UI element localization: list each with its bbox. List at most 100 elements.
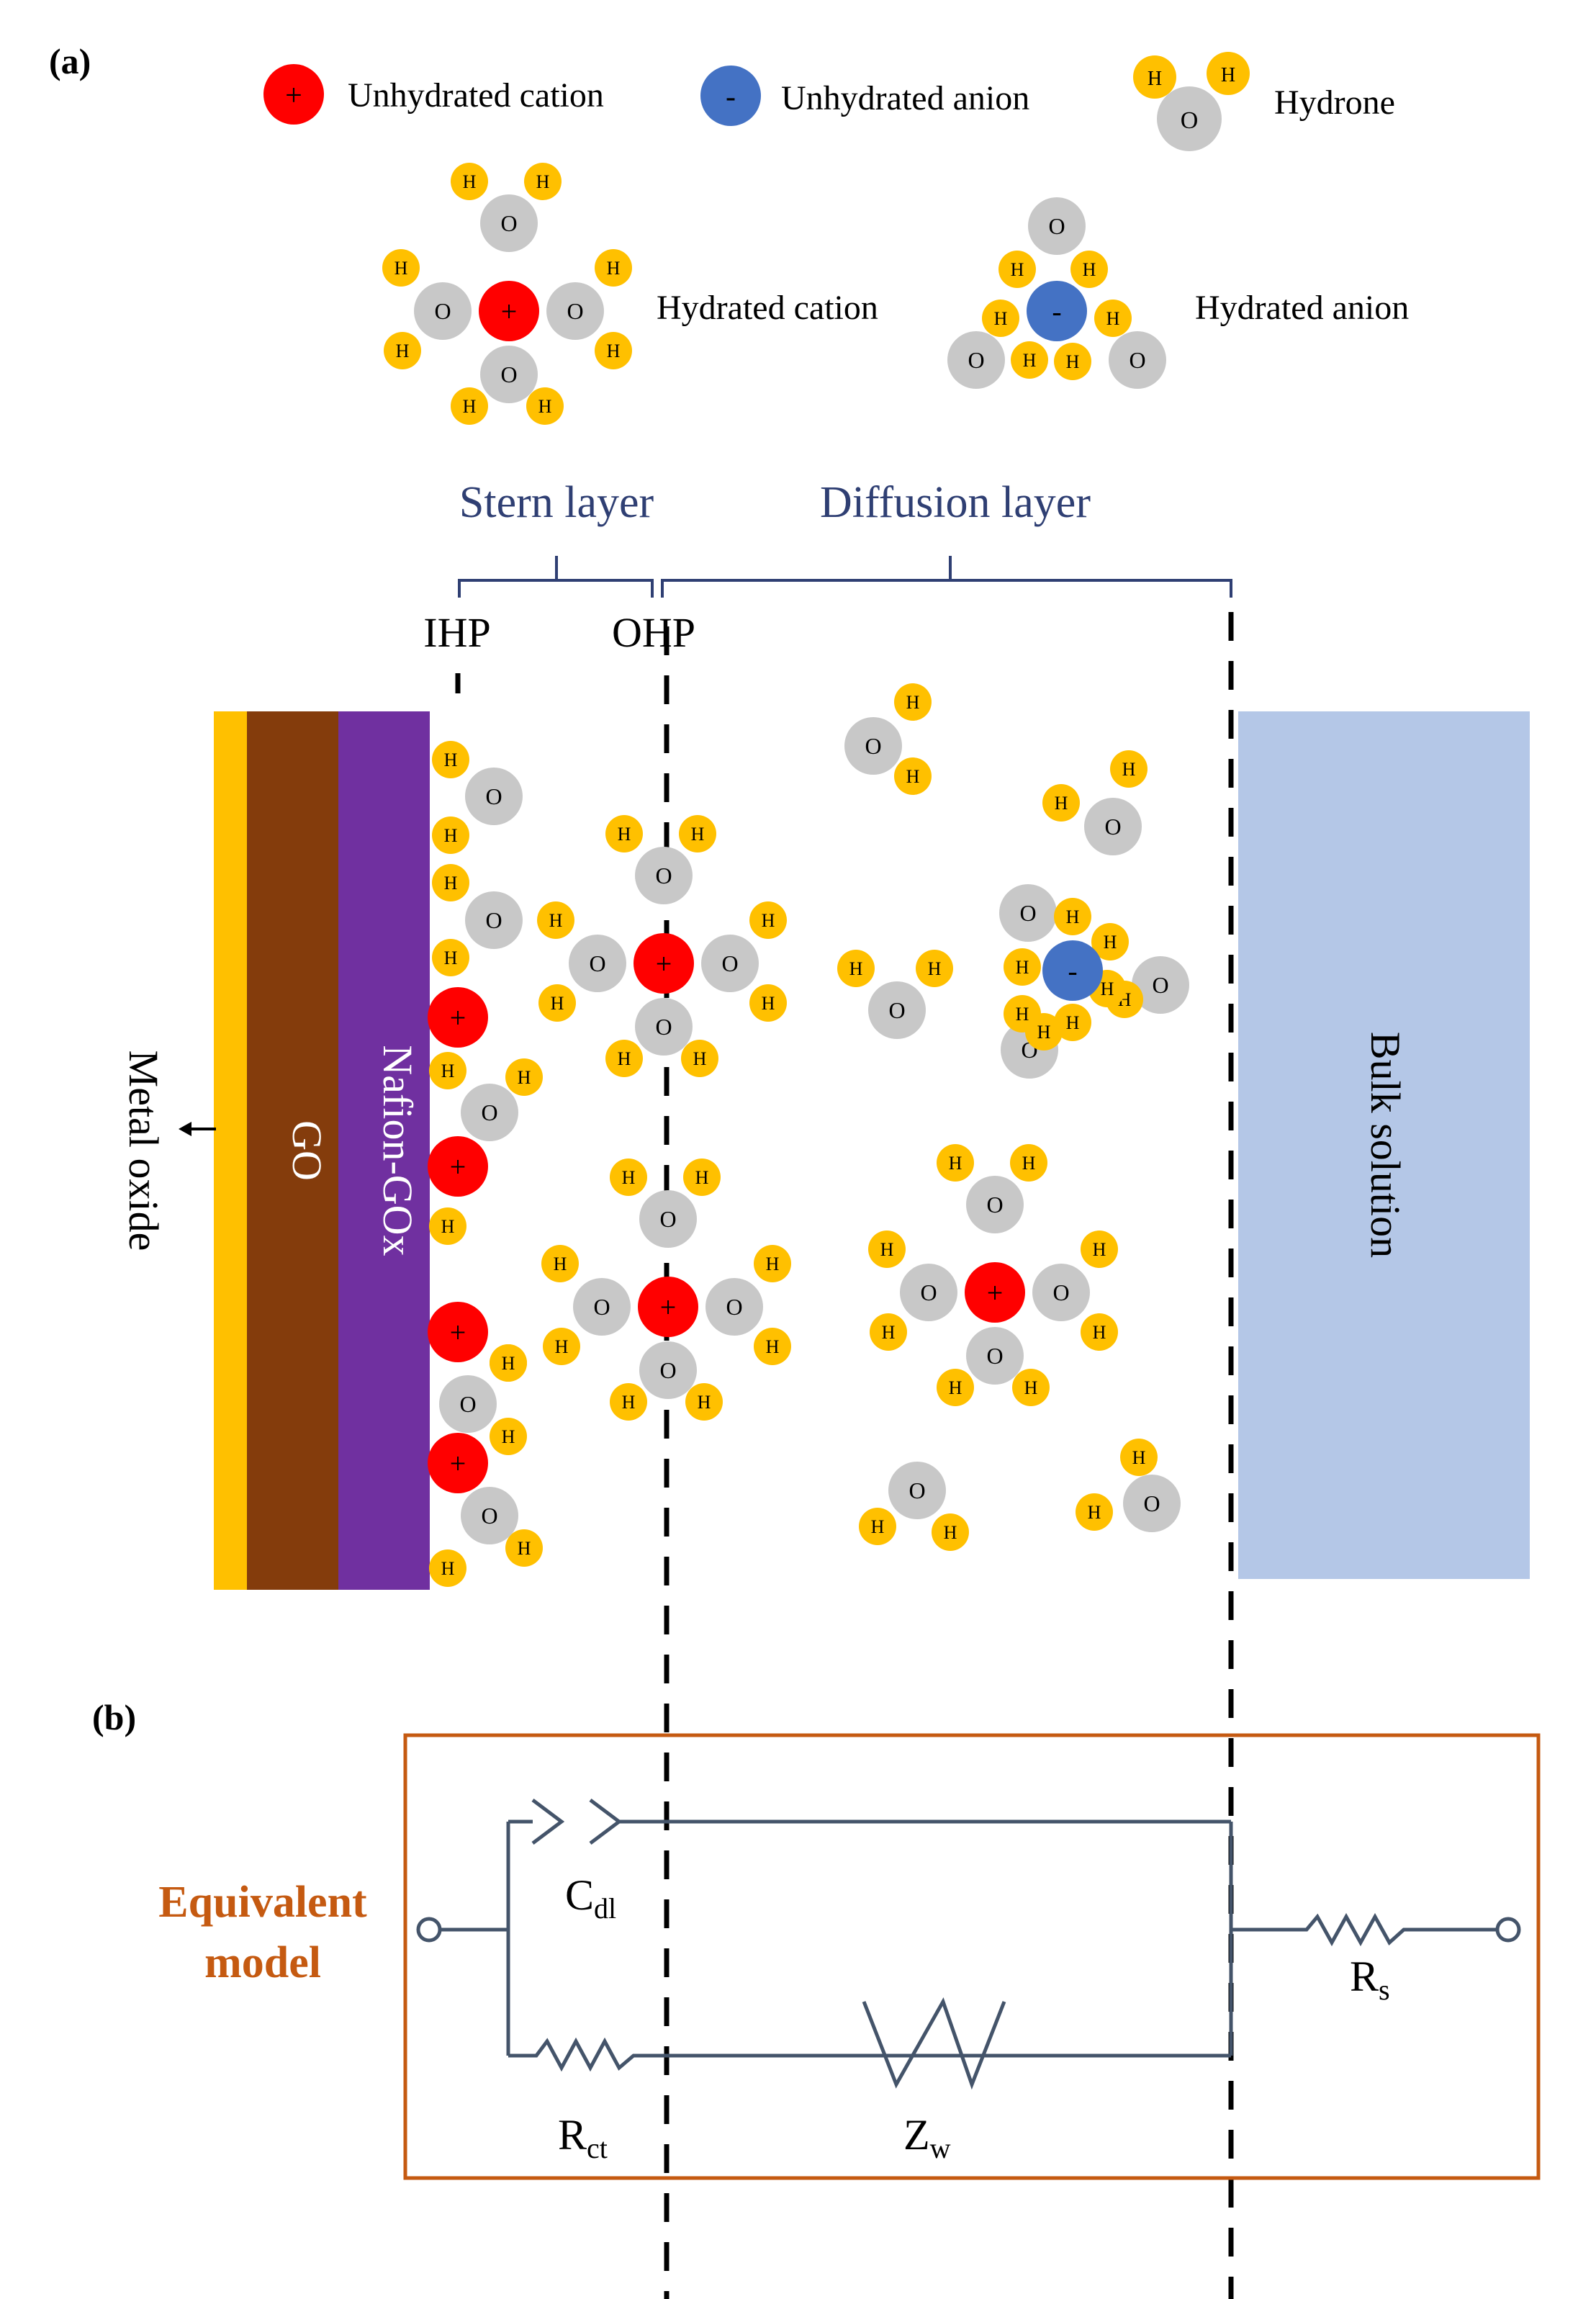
anion — [1042, 940, 1103, 1001]
hydrogen-atom — [429, 1207, 466, 1245]
hydrogen-atom-label: H — [536, 171, 550, 192]
hydrogen-atom — [868, 1231, 906, 1268]
bulk-solution-label: Bulk solution — [1362, 1032, 1409, 1258]
cation — [428, 1433, 488, 1493]
oxygen-atom — [1032, 1264, 1090, 1321]
cation-label: + — [501, 295, 518, 328]
oxygen-atom-label: O — [865, 733, 881, 759]
oxygen-atom — [701, 935, 759, 992]
oxygen-atom-label: O — [1152, 972, 1168, 998]
go-label: GO — [284, 1120, 330, 1181]
oxygen-atom — [414, 282, 472, 340]
hydrogen-atom — [932, 1513, 969, 1551]
oxygen-atom-label: O — [593, 1294, 610, 1320]
hydrogen-atom — [490, 1344, 527, 1382]
hydrogen-atom — [595, 249, 632, 287]
oxygen-atom-label: O — [434, 298, 451, 324]
svg-text:-: - — [726, 81, 736, 114]
hydrogen-atom — [870, 1313, 907, 1351]
cation — [428, 1136, 488, 1197]
hydrogen-atom — [1091, 923, 1129, 960]
oxygen-atom-label: O — [1129, 347, 1145, 373]
hydrogen-atom — [451, 163, 488, 200]
ohp-label: OHP — [612, 609, 695, 656]
panel-label-b: (b) — [92, 1697, 136, 1737]
hydrogen-atom — [432, 816, 469, 854]
hydrogen-atom-label: H — [463, 171, 477, 192]
oxygen-atom-label: O — [659, 1357, 676, 1383]
oxygen-atom-label: O — [1104, 814, 1121, 840]
oxygen-atom-label: O — [721, 950, 738, 976]
hydrogen-atom-label: H — [618, 824, 631, 845]
hydrogen-atom-label: H — [502, 1426, 515, 1447]
hydrogen-atom-label: H — [928, 958, 942, 979]
hydrogen-atom — [451, 387, 488, 425]
cation — [428, 1302, 488, 1362]
hydrogen-atom — [982, 300, 1019, 337]
oxygen-atom — [465, 891, 523, 949]
oxygen-atom — [888, 1462, 946, 1519]
hydrogen-atom-label: H — [880, 1239, 894, 1260]
oxygen-atom — [635, 998, 693, 1056]
hydrogen-atom-label: H — [607, 258, 621, 279]
hydrogen-atom — [541, 1245, 579, 1282]
diffusion-layer-bracket — [661, 556, 1232, 598]
oxygen-atom-label: O — [726, 1294, 742, 1320]
hydrogen-atom-label: H — [538, 396, 552, 417]
circuit-box — [403, 1733, 1541, 2180]
oxygen-atom — [1084, 798, 1142, 855]
hydrogen-atom — [490, 1418, 527, 1455]
hydrogen-atom — [1010, 1144, 1047, 1182]
hydrogen-atom-label: H — [1093, 1322, 1106, 1343]
hydrogen-atom — [1025, 1013, 1063, 1050]
hydrogen-atom — [1042, 784, 1080, 822]
legend-unhydrated-anion: - Unhydrated anion — [700, 66, 1029, 126]
hydrogen-atom — [754, 1245, 791, 1282]
oxygen-atom — [947, 331, 1005, 389]
hydrogen-atom-label: H — [622, 1167, 636, 1188]
hydrogen-atom-label: H — [502, 1353, 515, 1374]
anion — [1027, 281, 1087, 341]
legend-hydrone-label: Hydrone — [1274, 84, 1395, 122]
hydrogen-atom-label: H — [691, 824, 705, 845]
hydrogen-atom — [754, 1328, 791, 1365]
hydrogen-atom — [1012, 1369, 1050, 1406]
hydrogen-atom — [429, 1549, 466, 1587]
hydrogen-atom — [537, 901, 574, 939]
oxygen-atom — [1132, 956, 1189, 1014]
oxygen-atom — [639, 1190, 697, 1248]
hydrogen-atom — [595, 332, 632, 369]
oxygen-atom-label: O — [920, 1279, 937, 1305]
oxygen-atom-label: O — [481, 1503, 497, 1529]
cation — [428, 987, 488, 1048]
hydrogen-atom — [432, 741, 469, 778]
oxygen-atom — [1109, 331, 1166, 389]
hydrogen-atom-label: H — [1066, 351, 1080, 372]
hydrogen-atom-label: H — [518, 1067, 531, 1088]
rs-label: Rs — [1350, 1953, 1390, 2006]
hydrogen-atom — [429, 1052, 466, 1089]
hydrogen-atom — [916, 950, 953, 987]
hydrogen-atom-label: H — [762, 910, 775, 931]
hydrogen-atom-label: H — [1066, 1012, 1080, 1033]
anion-label: - — [1052, 295, 1061, 328]
legend-unhydrated-cation: + Unhydrated cation — [263, 64, 604, 125]
hydrogen-atom — [937, 1369, 974, 1406]
oxygen-atom — [639, 1341, 697, 1399]
output-terminal — [1495, 1917, 1521, 1943]
hydrogen-atom-label: H — [1024, 1377, 1038, 1398]
oxygen-atom — [966, 1327, 1024, 1385]
hydrogen-atom — [894, 683, 932, 721]
hydrogen-atom-label: H — [444, 825, 458, 846]
hydrogen-atom-label: H — [762, 993, 775, 1014]
oxygen-atom-label: O — [485, 907, 502, 933]
nafion-gox-layer — [338, 711, 430, 1590]
oxygen-atom — [705, 1278, 763, 1336]
oxygen-atom-label: O — [1019, 900, 1036, 926]
hydrogen-atom-label: H — [1122, 759, 1136, 780]
hydrogen-atom-label: H — [1016, 957, 1029, 978]
hydrogen-atom — [1094, 300, 1132, 337]
legend: + Unhydrated cation - Unhydrated anion O… — [263, 52, 1409, 425]
